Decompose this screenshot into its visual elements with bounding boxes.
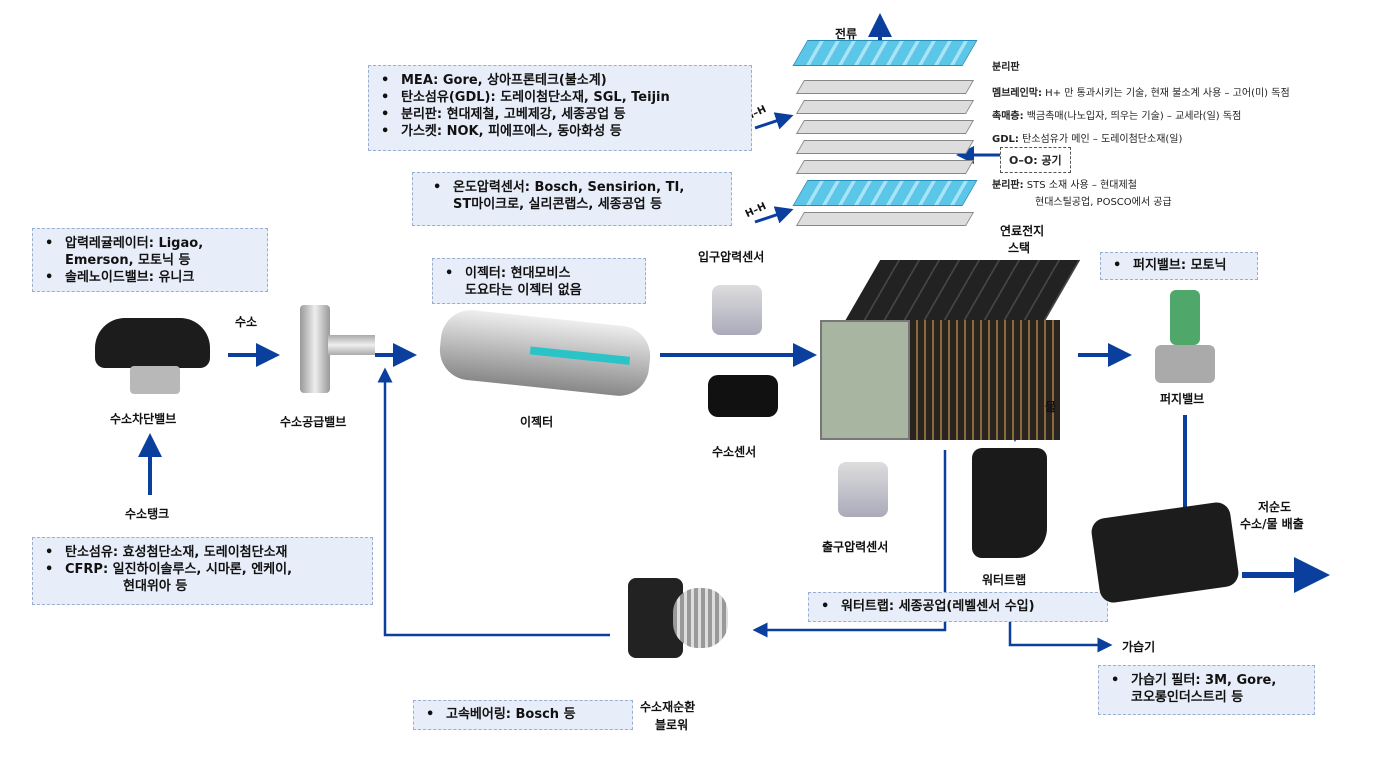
supplier-item: 온도압력센서: Bosch, Sensirion, TI,: [431, 179, 721, 196]
supplier-item: 분리판: 현대제철, 고베제강, 세종공업 등: [379, 106, 741, 123]
humidifier-label: 가습기: [1122, 640, 1156, 654]
recirculation-blower-image: [628, 568, 728, 668]
membrane-note: 멤브레인막: H+ 만 통과시키는 기술, 현재 불소계 사용 – 고어(미) …: [992, 84, 1290, 99]
carbon-fiber-suppliers-box: 탄소섬유: 효성첨단소재, 도레이첨단소재CFRP: 일진하이솔루스, 시마론,…: [32, 537, 373, 605]
supplier-item: 가습기 필터: 3M, Gore,: [1109, 672, 1304, 689]
supply-valve-image: [290, 305, 375, 393]
supplier-item: 도요타는 이젝터 없음: [465, 283, 582, 298]
note-text: 멤브레인막:: [992, 88, 1042, 99]
supplier-item: 탄소섬유(GDL): 도레이첨단소재, SGL, Teijin: [379, 89, 741, 106]
supplier-item: 퍼지밸브: 모토닉: [1111, 257, 1247, 274]
supply-valve-label: 수소공급밸브: [280, 415, 347, 429]
mea-suppliers-box: MEA: Gore, 상아프론테크(불소계)탄소섬유(GDL): 도레이첨단소재…: [368, 65, 752, 151]
separator-note-cont: 현대스틸공업, POSCO에서 공급: [1035, 197, 1172, 208]
note-text: H+ 만 통과시키는 기술, 현재 불소계 사용 – 고어(미) 독점: [1042, 88, 1290, 99]
purge-suppliers-box: 퍼지밸브: 모토닉: [1100, 252, 1258, 280]
note-text: 분리판:: [992, 180, 1024, 191]
supplier-item: 현대위아 등: [123, 579, 188, 594]
humidifier-filter-box: 가습기 필터: 3M, Gore,코오롱인더스트리 등: [1098, 665, 1315, 715]
exhaust-label-2: 수소/물 배출: [1240, 517, 1304, 531]
supplier-item: 가스켓: NOK, 피에프에스, 동아화성 등: [379, 123, 741, 140]
supplier-item: 탄소섬유: 효성첨단소재, 도레이첨단소재: [43, 544, 362, 561]
fuel-cell-stack-image: [820, 260, 1081, 440]
current-label: 전류: [835, 27, 858, 41]
supplier-item: 이젝터: 현대모비스: [443, 265, 635, 282]
purge-valve-label: 퍼지밸브: [1160, 392, 1205, 406]
hydrogen-label: 수소: [235, 315, 258, 329]
stack-label: 연료전지: [1000, 224, 1045, 238]
note-text: 백금촉매(나노입자, 띄우는 기술) – 교세라(일) 독점: [1023, 111, 1242, 122]
air-label: O–O: 공기: [1000, 147, 1071, 173]
note-text: STS 소재 사용 – 현대제철: [1023, 180, 1137, 191]
water-label: 물: [1045, 400, 1057, 414]
supplier-item: 고속베어링: Bosch 등: [424, 706, 622, 723]
separator-note: 분리판: STS 소재 사용 – 현대제철: [992, 176, 1137, 191]
hydrogen-sensor-label: 수소센서: [712, 445, 757, 459]
outlet-pressure-sensor-image: [838, 462, 888, 517]
supplier-item: Emerson, 모토닉 등: [65, 253, 191, 268]
inlet-sensor-label: 입구압력센서: [698, 250, 765, 264]
water-trap-image: [972, 448, 1047, 558]
supplier-item: ST마이크로, 실리콘랩스, 세종공업 등: [453, 197, 663, 212]
inlet-pressure-sensor-image: [712, 285, 762, 335]
blower-label-2: 블로워: [655, 718, 689, 732]
hydrogen-tank-label: 수소탱크: [125, 507, 170, 521]
separator-title: 분리판: [992, 62, 1020, 73]
shutoff-valve-label: 수소차단밸브: [110, 412, 177, 426]
exhaust-label: 저순도: [1258, 500, 1292, 514]
shutoff-valve-image: [95, 318, 210, 398]
ejector-label: 이젝터: [520, 415, 554, 429]
hydrogen-sensor-image: [708, 375, 778, 417]
gdl-note: GDL: 탄소섬유가 메인 – 도레이첨단소재(일): [992, 130, 1182, 145]
blower-label: 수소재순환: [640, 700, 696, 714]
supplier-item: 워터트랩: 세종공업(레벨센서 수입): [819, 598, 1097, 615]
watertrap-suppliers-box: 워터트랩: 세종공업(레벨센서 수입): [808, 592, 1108, 622]
note-text: GDL:: [992, 134, 1019, 145]
note-text: 촉매층:: [992, 111, 1024, 122]
catalyst-note: 촉매층: 백금촉매(나노입자, 띄우는 기술) – 교세라(일) 독점: [992, 107, 1241, 122]
outlet-sensor-label: 출구압력센서: [822, 540, 889, 554]
regulator-suppliers-box: 압력레귤레이터: Ligao,Emerson, 모토닉 등솔레노이드밸브: 유니…: [32, 228, 268, 292]
supplier-item: CFRP: 일진하이솔루스, 시마론, 엔케이,: [43, 561, 362, 578]
sensor-suppliers-box: 온도압력센서: Bosch, Sensirion, TI,ST마이크로, 실리콘…: [412, 172, 732, 226]
supplier-item: MEA: Gore, 상아프론테크(불소계): [379, 72, 741, 89]
bearing-suppliers-box: 고속베어링: Bosch 등: [413, 700, 633, 730]
stack-label-2: 스택: [1008, 241, 1031, 255]
supplier-item: 솔레노이드밸브: 유니크: [43, 269, 257, 286]
supplier-item: 압력레귤레이터: Ligao,: [43, 235, 257, 252]
supplier-item: 코오롱인더스트리 등: [1131, 690, 1244, 705]
note-text: 탄소섬유가 메인 – 도레이첨단소재(일): [1018, 134, 1183, 145]
water-trap-label: 워터트랩: [982, 573, 1027, 587]
purge-valve-image: [1155, 290, 1215, 385]
